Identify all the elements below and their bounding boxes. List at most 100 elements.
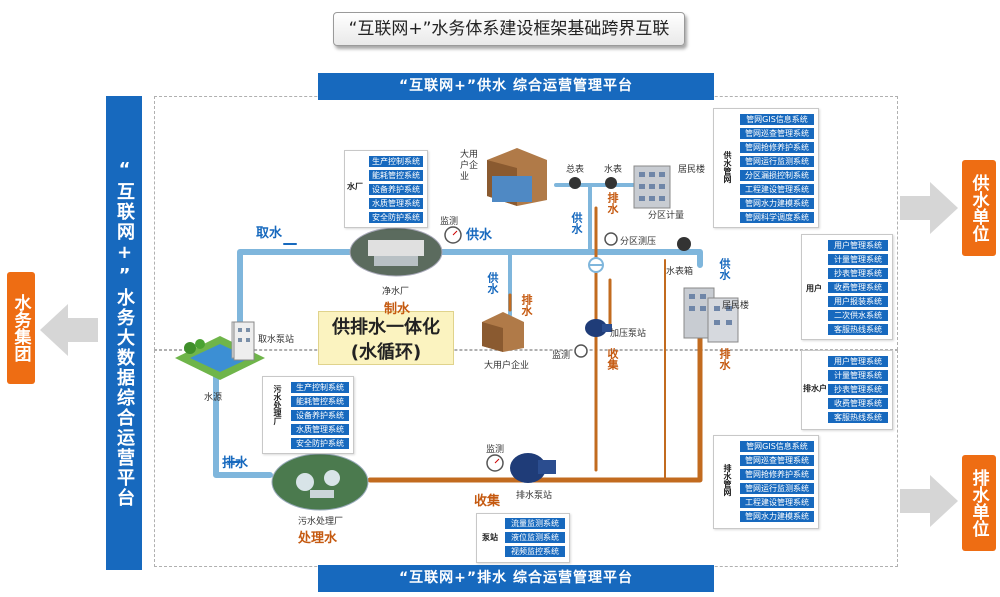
- supply-network-panel: 供水管网 管网GIS信息系统 管网巡查管理系统 管网抢修养护系统 管网运行监测系…: [713, 108, 819, 228]
- drain-label: 排水: [222, 456, 249, 471]
- arrow-left-icon: [40, 304, 98, 356]
- supply-network-system-item[interactable]: 工程建设管理系统: [740, 184, 814, 195]
- drain-pump-icon: [510, 453, 556, 483]
- drain-unit-badge: 排水单位: [962, 455, 996, 551]
- drain-network-panel: 排水管网 管网GIS信息系统 管网巡查管理系统 管网抢修养护系统 管网运行监测系…: [713, 435, 819, 529]
- user-system-item[interactable]: 计量管理系统: [828, 254, 888, 265]
- booster-label: 加压泵站: [610, 329, 647, 339]
- intake-label: 取水: [256, 226, 283, 241]
- monitor-label: 监测: [440, 217, 459, 227]
- wastewater-plant-label: 污水处理厂: [298, 517, 344, 527]
- supply-network-system-item[interactable]: 管网运行监测系统: [740, 156, 814, 167]
- collect-label-vertical: 收集: [606, 348, 619, 370]
- drain-network-system-item[interactable]: 工程建设管理系统: [740, 497, 814, 508]
- district-meter-label: 分区计量: [648, 211, 685, 221]
- pump-panel: 泵站 流量监测系统 液位监测系统 视频监控系统: [476, 513, 570, 563]
- supply-unit-badge: 供水单位: [962, 160, 996, 256]
- supply-label-vertical: 供水: [486, 272, 499, 294]
- drain-user-panel-label: 排水户: [803, 384, 827, 393]
- water-group-badge: 水务集团: [7, 272, 35, 384]
- supply-network-system-item[interactable]: 管网抢修养护系统: [740, 142, 814, 153]
- supply-network-panel-label: 供水管网: [723, 151, 732, 183]
- water-meter-label: 水表: [604, 165, 623, 175]
- user-system-item[interactable]: 二次供水系统: [828, 310, 888, 321]
- treat-water-label: 处理水: [298, 531, 338, 546]
- pump-system-item[interactable]: 液位监测系统: [505, 532, 565, 543]
- drain-network-system-item[interactable]: 管网水力建模系统: [740, 511, 814, 522]
- drain-label-vertical: 排水: [606, 192, 619, 214]
- big-user-building-icon: [482, 312, 524, 352]
- collect-label: 收集: [474, 494, 501, 509]
- water-meter-icon: [569, 177, 581, 189]
- page-title: “互联网+”水务体系建设框架基础跨界互联: [333, 12, 685, 46]
- gauge-icon: [444, 226, 462, 244]
- supply-network-system-item[interactable]: 管网GIS信息系统: [740, 114, 814, 125]
- big-user-label: 大用户企业: [484, 361, 530, 371]
- plant-system-item[interactable]: 水质管理系统: [369, 198, 423, 209]
- wastewater-system-item[interactable]: 生产控制系统: [291, 382, 349, 393]
- user-system-item[interactable]: 收费管理系统: [828, 282, 888, 293]
- drain-label-vertical: 排水: [520, 294, 533, 316]
- residential-building-icon: [683, 287, 739, 343]
- user-system-item[interactable]: 用户管理系统: [828, 240, 888, 251]
- meter-box-icon: [677, 237, 691, 251]
- plant-system-item[interactable]: 生产控制系统: [369, 156, 423, 167]
- booster-pump-icon: [585, 319, 612, 337]
- drain-network-system-item[interactable]: 管网抢修养护系统: [740, 469, 814, 480]
- wastewater-system-item[interactable]: 能耗管控系统: [291, 396, 349, 407]
- drain-user-system-item[interactable]: 收费管理系统: [828, 398, 888, 409]
- big-user-building-icon: [487, 148, 547, 206]
- drain-user-system-item[interactable]: 抄表管理系统: [828, 384, 888, 395]
- integration-title: 供排水一体化: [332, 317, 440, 338]
- drain-network-system-item[interactable]: 管网巡查管理系统: [740, 455, 814, 466]
- drain-user-system-item[interactable]: 用户管理系统: [828, 356, 888, 367]
- meter-box-label: 水表箱: [666, 267, 694, 277]
- wastewater-panel-label: 污水处理厂: [273, 385, 282, 425]
- wastewater-panel: 污水处理厂 生产控制系统 能耗管控系统 设备养护系统 水质管理系统 安全防护系统: [262, 376, 354, 454]
- supply-label-vertical: 供水: [570, 212, 583, 234]
- user-panel-label: 用户: [806, 284, 822, 293]
- drain-network-system-item[interactable]: 管网GIS信息系统: [740, 441, 814, 452]
- pump-panel-label: 泵站: [482, 533, 498, 542]
- drain-user-panel: 排水户 用户管理系统 计量管理系统 抄表管理系统 收费管理系统 客服热线系统: [801, 350, 893, 430]
- plant-system-item[interactable]: 安全防护系统: [369, 212, 423, 223]
- user-system-item[interactable]: 客服热线系统: [828, 324, 888, 335]
- plant-system-item[interactable]: 能耗管控系统: [369, 170, 423, 181]
- water-meter-icon: [605, 177, 617, 189]
- intake-pump-label: 取水泵站: [258, 335, 295, 345]
- gauge-icon: [486, 454, 504, 472]
- purification-plant-icon: [349, 227, 443, 277]
- supply-network-system-item[interactable]: 管网科学调度系统: [740, 212, 814, 223]
- monitor-label: 监测: [486, 445, 505, 455]
- wastewater-system-item[interactable]: 水质管理系统: [291, 424, 349, 435]
- wastewater-system-item[interactable]: 安全防护系统: [291, 438, 349, 449]
- purification-plant-label: 净水厂: [382, 287, 410, 297]
- supply-network-system-item[interactable]: 管网水力建模系统: [740, 198, 814, 209]
- main-meter-label: 总表: [566, 165, 585, 175]
- supply-network-system-item[interactable]: 管网巡查管理系统: [740, 128, 814, 139]
- supply-network-system-item[interactable]: 分区漏损控制系统: [740, 170, 814, 181]
- big-user-label: 大用户企业: [460, 150, 484, 183]
- residential-label: 居民楼: [722, 301, 750, 311]
- user-system-item[interactable]: 抄表管理系统: [828, 268, 888, 279]
- wastewater-plant-icon: [271, 453, 369, 511]
- gauge-icon: [604, 232, 618, 246]
- residential-label: 居民楼: [678, 165, 706, 175]
- plant-system-item[interactable]: 设备养护系统: [369, 184, 423, 195]
- drain-user-system-item[interactable]: 客服热线系统: [828, 412, 888, 423]
- big-user-label-text: 大用户企业: [460, 150, 479, 182]
- integration-subtitle: (水循环): [350, 342, 422, 363]
- residential-building-icon: [633, 165, 671, 209]
- monitor-label: 监测: [552, 351, 571, 361]
- pump-system-item[interactable]: 流量监测系统: [505, 518, 565, 529]
- supply-label-vertical: 供水: [718, 258, 731, 280]
- drain-network-system-item[interactable]: 管网运行监测系统: [740, 483, 814, 494]
- pump-system-item[interactable]: 视频监控系统: [505, 546, 565, 557]
- drain-platform-bar: “互联网+”排水 综合运营管理平台: [318, 565, 714, 592]
- user-system-item[interactable]: 用户报装系统: [828, 296, 888, 307]
- integration-box: 供排水一体化 (水循环): [318, 311, 454, 365]
- drain-label-vertical: 排水: [718, 348, 731, 370]
- user-panel: 用户 用户管理系统 计量管理系统 抄表管理系统 收费管理系统 用户报装系统 二次…: [801, 234, 893, 340]
- wastewater-system-item[interactable]: 设备养护系统: [291, 410, 349, 421]
- drain-user-system-item[interactable]: 计量管理系统: [828, 370, 888, 381]
